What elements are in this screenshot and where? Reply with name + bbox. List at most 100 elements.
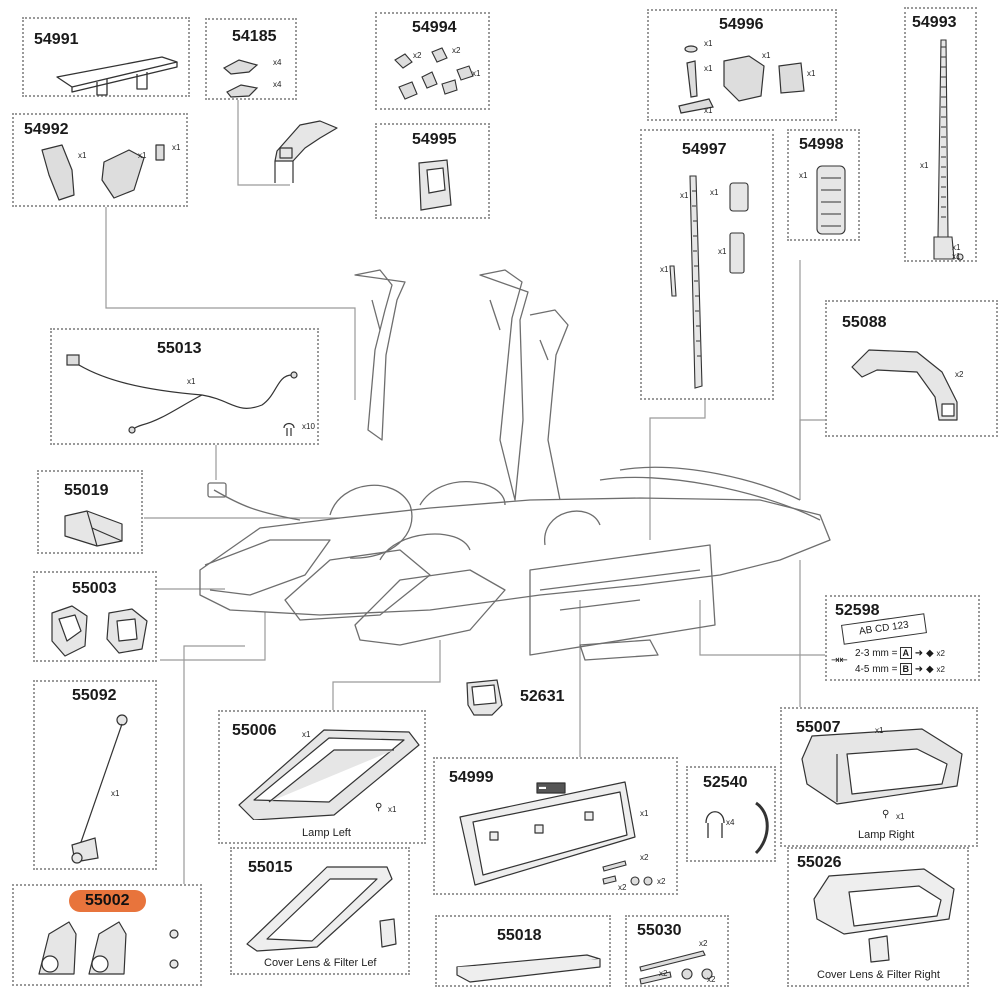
- part-number: 55007: [796, 719, 841, 736]
- carry-handle-icon: [851, 349, 958, 421]
- part-number: 54994: [412, 19, 457, 36]
- qty-label: x1: [472, 69, 481, 78]
- small-clips-icon: [394, 47, 474, 100]
- part-box-55088[interactable]: 55088 x2: [825, 300, 998, 437]
- part-box-54999[interactable]: 54999 ▬ x1 x2 x2 x2: [433, 757, 678, 895]
- leader-54997: [649, 400, 706, 540]
- part-caption: Cover Lens & Filter Lef: [264, 957, 377, 969]
- qty-label: x1: [704, 106, 713, 115]
- part-box-55018[interactable]: 55018: [435, 915, 611, 987]
- spacer-row-b: 4-5 mm =B ➜ ◆ x2: [855, 663, 945, 675]
- part-number: 52598: [835, 602, 880, 619]
- part-box-55092[interactable]: 55092 x1: [33, 680, 157, 870]
- qty-label: x2: [659, 969, 668, 978]
- qty-label: x1: [710, 188, 719, 197]
- qty-label: x1: [799, 171, 808, 180]
- part-box-52540[interactable]: 52540 x4: [686, 766, 776, 862]
- part-number: 54999: [449, 769, 494, 786]
- spacer-row-a: 2-3 mm =A ➜ ◆ x2: [855, 647, 945, 659]
- part-number: 54993: [912, 14, 957, 31]
- part-caption: Cover Lens & Filter Right: [817, 969, 940, 981]
- qty-label: x2: [936, 665, 945, 674]
- part-box-54997[interactable]: 54997 x1 x1 x1 x1: [640, 129, 774, 400]
- part-number: 54185: [232, 28, 277, 45]
- part-caption: Lamp Right: [858, 829, 915, 841]
- qty-label: x2: [413, 51, 422, 60]
- part-box-54993[interactable]: 54993 x1 x1 x1: [904, 7, 977, 262]
- spacer-icon: ◆: [925, 664, 934, 675]
- spacer-key: B: [899, 663, 913, 675]
- part-number: 52540: [703, 774, 748, 791]
- qty-label: x1: [704, 39, 713, 48]
- part-box-55002[interactable]: 55002: [12, 884, 202, 986]
- qty-label: x2: [936, 649, 945, 658]
- part-box-54992[interactable]: 54992 x1 x1 x1: [12, 113, 188, 207]
- rail-profile-icon: [456, 954, 601, 983]
- qty-label: x1: [302, 730, 311, 739]
- part-number: 55088: [842, 314, 887, 331]
- bracket-clip-icon: [418, 159, 452, 211]
- part-box-54998[interactable]: 54998 x1: [787, 129, 860, 241]
- qty-label: x2: [618, 883, 627, 892]
- screw-icon: ⚲: [375, 802, 383, 813]
- part-box-54996[interactable]: 54996 x1 x1 x1 x1 x1: [647, 9, 837, 121]
- part-number: 54998: [799, 136, 844, 153]
- qty-label: x1: [680, 191, 689, 200]
- part-box-54185[interactable]: 54185 x4 x4: [205, 18, 297, 100]
- part-caption: Lamp Left: [302, 827, 351, 839]
- qty-label: x1: [138, 151, 147, 160]
- part-box-55013[interactable]: 55013 x1 x10: [50, 328, 319, 445]
- part-number: 55003: [72, 580, 117, 597]
- part-number-52631[interactable]: 52631: [520, 688, 565, 705]
- part-box-55030[interactable]: 55030 x2 x2 x2: [625, 915, 729, 987]
- qty-label: x1: [807, 69, 816, 78]
- end-cap-pair-icon: [51, 605, 148, 657]
- qty-label: x1: [762, 51, 771, 60]
- part-number: 54996: [719, 16, 764, 33]
- part-box-55026[interactable]: 55026 Cover Lens & Filter Right: [787, 847, 969, 987]
- wheel-cradle-pair-icon: [38, 921, 179, 975]
- rubber-block-icon: [64, 510, 123, 547]
- qty-label: x2: [640, 853, 649, 862]
- bolt-set-icon: [602, 860, 653, 886]
- qty-label: x1: [875, 726, 884, 735]
- qty-label: x1: [660, 265, 669, 274]
- leader-55006: [332, 640, 441, 710]
- part-number: 54997: [682, 141, 727, 158]
- leader-lines: [105, 100, 825, 884]
- row-text: 4-5 mm =: [855, 664, 898, 675]
- part-box-55003[interactable]: 55003: [33, 571, 157, 662]
- part-box-54995[interactable]: 54995: [375, 123, 490, 219]
- part-box-55019[interactable]: 55019: [37, 470, 143, 554]
- part-box-55015[interactable]: 55015 Cover Lens & Filter Lef: [230, 847, 410, 975]
- right-lamp-icon: [801, 728, 963, 805]
- part-box-54991[interactable]: 54991: [22, 17, 190, 97]
- ratchet-pad-icon: [816, 165, 846, 235]
- part-number: 55092: [72, 687, 117, 704]
- qty-label: x2: [657, 877, 666, 886]
- part-box-54994[interactable]: 54994 x2 x2 x1: [375, 12, 490, 110]
- qty-label: x1: [187, 377, 196, 386]
- plate-text: AB CD 123: [858, 619, 910, 638]
- part-box-52598[interactable]: 52598 AB CD 123 ⇥⇤ 2-3 mm =A ➜ ◆ x2 4-5 …: [825, 595, 980, 681]
- part-number: 55006: [232, 722, 277, 739]
- part-box-55007[interactable]: 55007 x1 ⚲ x1 Lamp Right: [780, 707, 978, 847]
- mounting-rail-icon: [56, 56, 178, 96]
- long-strap-icon: [933, 39, 964, 261]
- number-plate-holder-icon: [459, 781, 636, 886]
- leader-54185: [237, 100, 290, 186]
- spacer-key: A: [899, 647, 913, 659]
- bike-carrier-drawing: [199, 269, 831, 661]
- arrow-icon: ➜: [914, 648, 924, 659]
- lock-set-icon: [678, 45, 805, 114]
- part-number: 54995: [412, 131, 457, 148]
- qty-label: x1: [704, 64, 713, 73]
- thickness-arrows-icon: ⇥⇤: [831, 655, 848, 666]
- part-number: 55030: [637, 922, 682, 939]
- part-number: 55015: [248, 859, 293, 876]
- qty-label: x1: [111, 789, 120, 798]
- part-box-55006[interactable]: 55006 x1 ⚲ x1 Lamp Left: [218, 710, 426, 844]
- wire-harness-icon: [66, 354, 298, 436]
- qty-label: x10: [302, 422, 315, 431]
- qty-label: x2: [452, 46, 461, 55]
